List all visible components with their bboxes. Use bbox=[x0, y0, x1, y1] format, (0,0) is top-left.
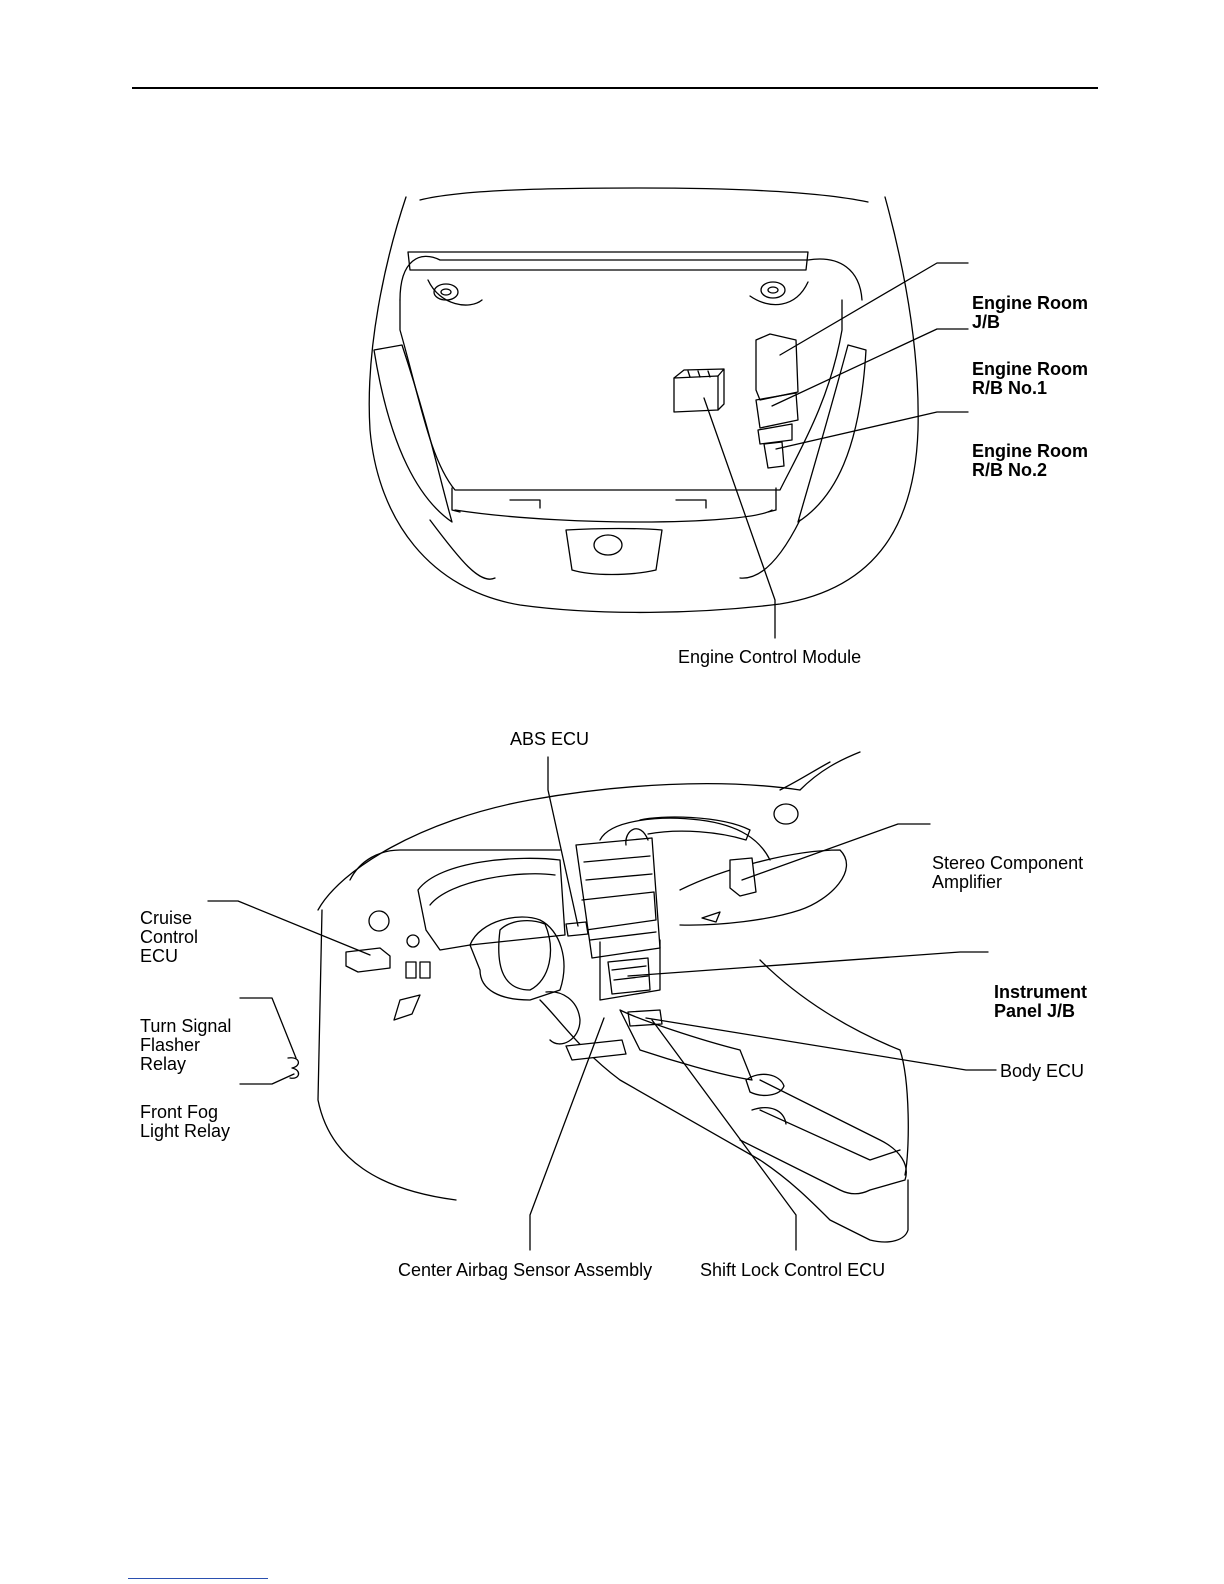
leader-lines bbox=[207, 262, 997, 1251]
footer-link-underline bbox=[128, 1578, 268, 1579]
dashboard-drawing bbox=[287, 751, 909, 1243]
label-center-airbag-sensor-assembly: Center Airbag Sensor Assembly bbox=[398, 1260, 653, 1280]
label-body-ecu: Body ECU bbox=[1000, 1061, 1085, 1081]
label-abs-ecu: ABS ECU bbox=[510, 729, 590, 749]
header-rule bbox=[132, 87, 1098, 89]
label-engine-control-module: Engine Control Module bbox=[678, 647, 862, 667]
label-shift-lock-control-ecu: Shift Lock Control ECU bbox=[700, 1260, 886, 1280]
engine-room-drawing bbox=[368, 187, 919, 614]
